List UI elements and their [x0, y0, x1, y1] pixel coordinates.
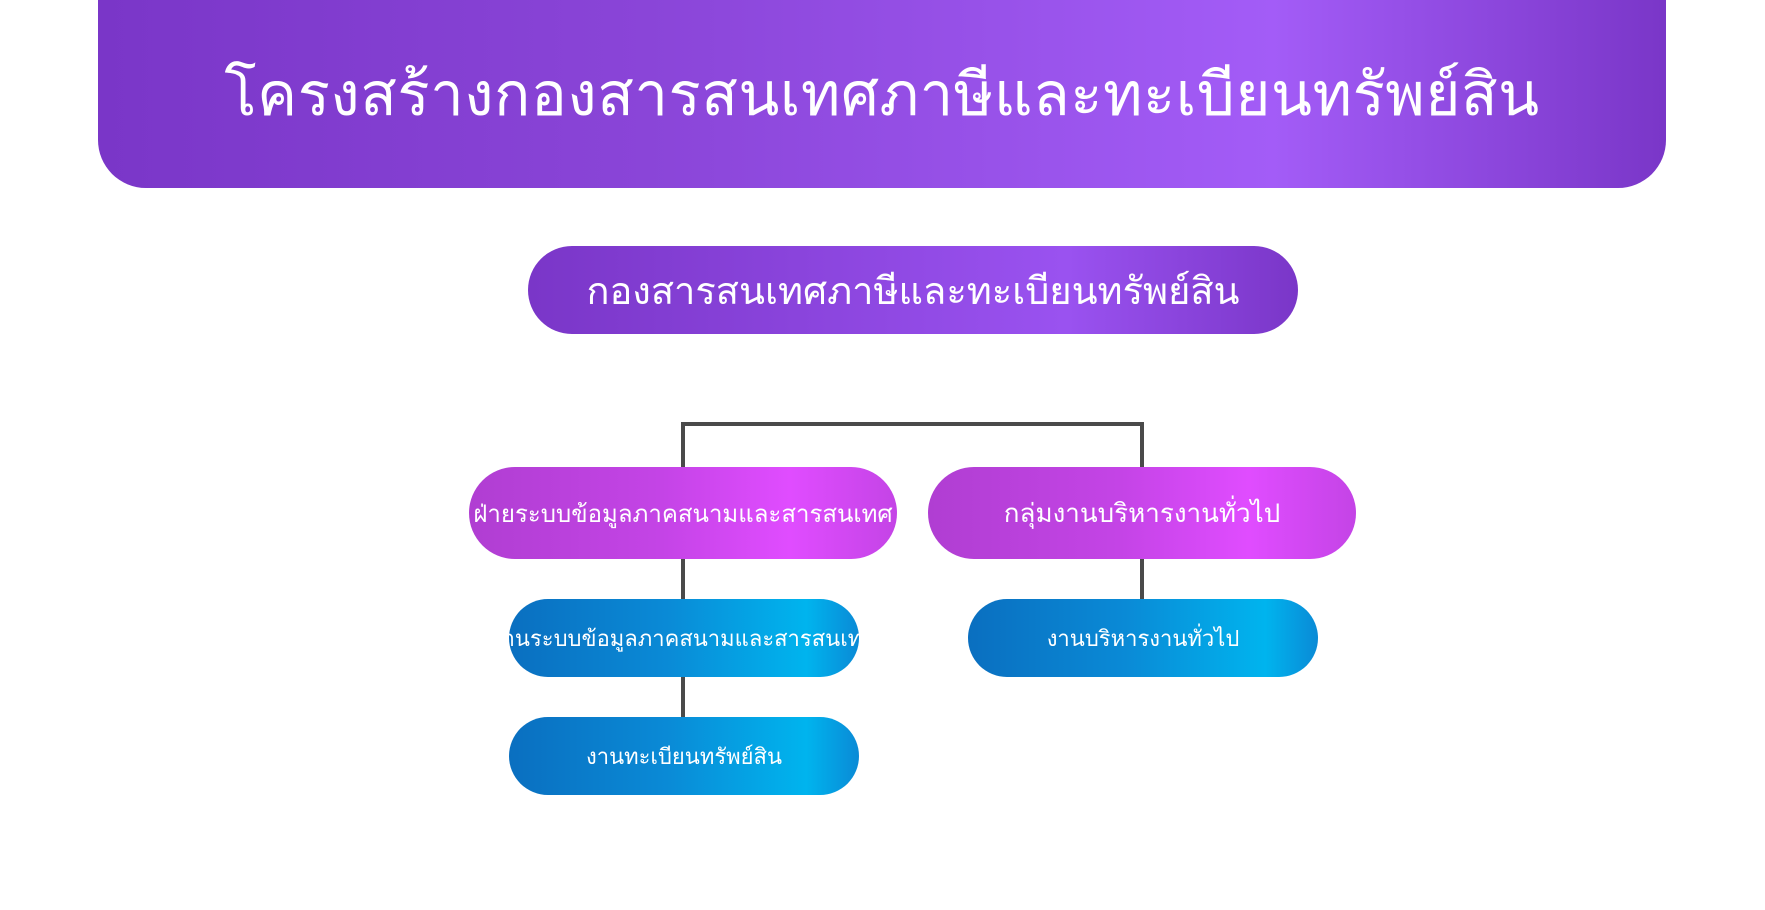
org-root-node: กองสารสนเทศภาษีและทะเบียนทรัพย์สิน	[528, 246, 1298, 334]
division-node-general-admin: กลุ่มงานบริหารงานทั่วไป	[928, 467, 1356, 559]
unit-label: งานระบบข้อมูลภาคสนามและสารสนเทศ	[491, 626, 877, 652]
unit-label: งานบริหารงานทั่วไป	[1046, 626, 1240, 652]
unit-node-property-registry: งานทะเบียนทรัพย์สิน	[509, 717, 859, 795]
division-label: กลุ่มงานบริหารงานทั่วไป	[1003, 498, 1281, 529]
unit-node-field-data: งานระบบข้อมูลภาคสนามและสารสนเทศ	[492, 599, 876, 677]
division-node-field-data: ฝ่ายระบบข้อมูลภาคสนามและสารสนเทศ	[469, 467, 897, 559]
title-banner: โครงสร้างกองสารสนเทศภาษีและทะเบียนทรัพย์…	[98, 0, 1666, 188]
unit-node-general-admin: งานบริหารงานทั่วไป	[968, 599, 1318, 677]
division-label: ฝ่ายระบบข้อมูลภาคสนามและสารสนเทศ	[473, 499, 893, 528]
org-root-label: กองสารสนเทศภาษีและทะเบียนทรัพย์สิน	[586, 268, 1240, 313]
unit-label: งานทะเบียนทรัพย์สิน	[585, 744, 783, 770]
connector-branch	[681, 422, 1144, 467]
page-title: โครงสร้างกองสารสนเทศภาษีและทะเบียนทรัพย์…	[224, 59, 1540, 130]
